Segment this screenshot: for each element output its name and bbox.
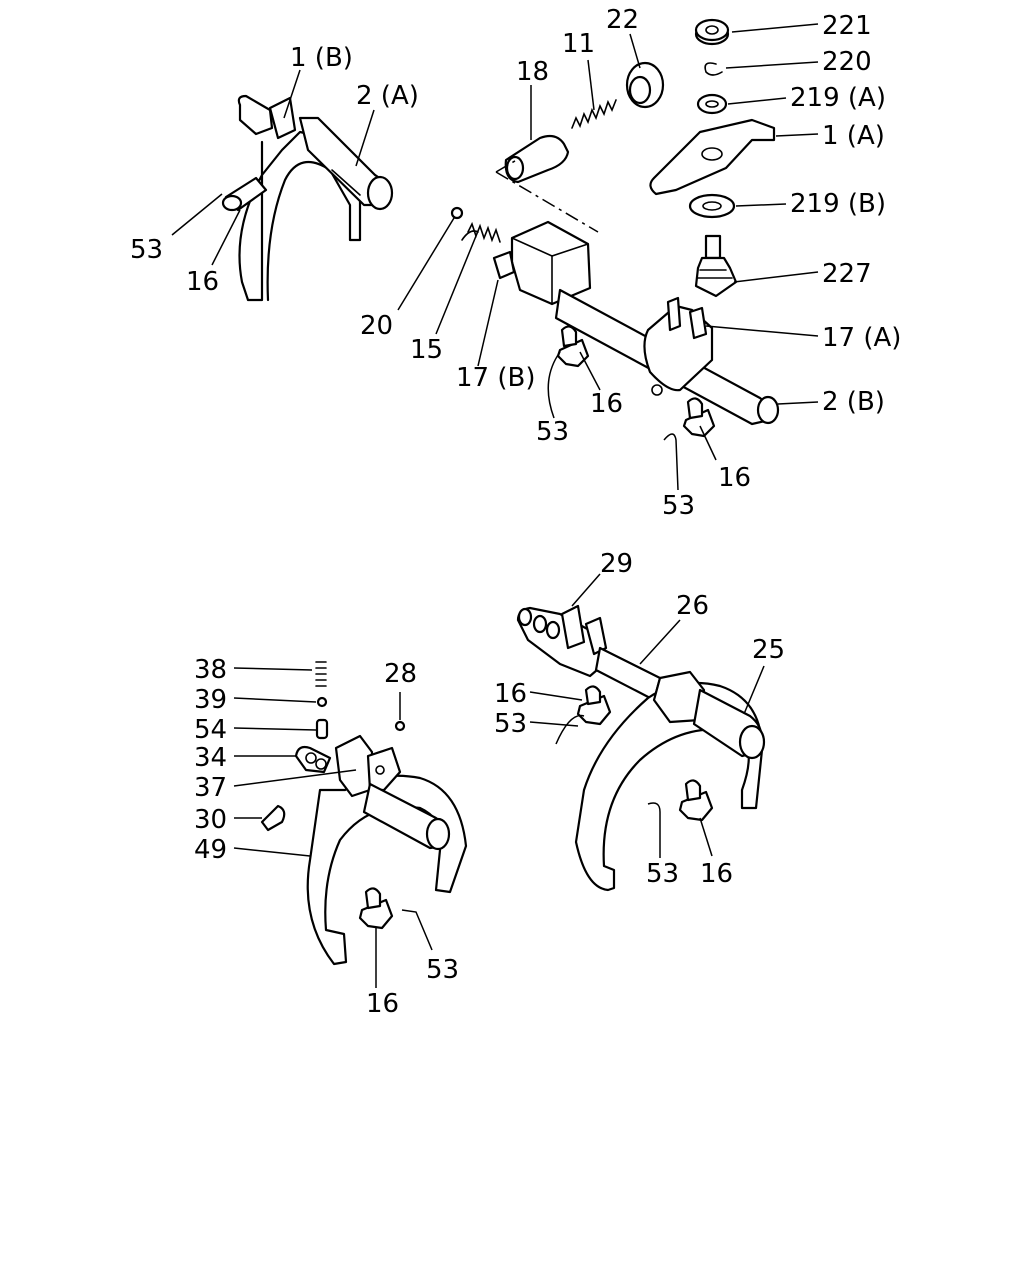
callout-2b: 2 (B) <box>822 387 885 417</box>
callout-53: 53 <box>536 417 569 447</box>
callout-39: 39 <box>194 685 227 715</box>
callout-16: 16 <box>494 679 527 709</box>
callout-221: 221 <box>822 11 872 41</box>
callout-34: 34 <box>194 743 227 773</box>
callout-28: 28 <box>384 659 417 689</box>
callout-16: 16 <box>590 389 623 419</box>
callout-2a: 2 (A) <box>356 81 419 111</box>
callout-53: 53 <box>426 955 459 985</box>
callout-labels: 1 (B) 2 (A) 53 16 18 11 22 20 15 17 (B) … <box>130 5 901 1019</box>
callout-1a: 1 (A) <box>822 121 885 151</box>
callout-16: 16 <box>700 859 733 889</box>
callout-17b: 17 (B) <box>456 363 535 393</box>
callout-16: 16 <box>186 267 219 297</box>
callout-53: 53 <box>130 235 163 265</box>
callout-25: 25 <box>752 635 785 665</box>
callout-29: 29 <box>600 549 633 579</box>
callout-30: 30 <box>194 805 227 835</box>
fork-49-assembly <box>260 661 468 966</box>
callout-15: 15 <box>410 335 443 365</box>
washers-lever-switch <box>649 18 776 298</box>
callout-22: 22 <box>606 5 639 35</box>
callout-227: 227 <box>822 259 872 289</box>
callout-53: 53 <box>662 491 695 521</box>
callout-54: 54 <box>194 715 227 745</box>
callout-220: 220 <box>822 47 872 77</box>
callout-17a: 17 (A) <box>822 323 901 353</box>
callout-11: 11 <box>562 29 595 59</box>
callout-16: 16 <box>366 989 399 1019</box>
detent-and-shaft-assembly <box>450 61 780 438</box>
callout-37: 37 <box>194 773 227 803</box>
callout-18: 18 <box>516 57 549 87</box>
callout-38: 38 <box>194 655 227 685</box>
callout-219b: 219 (B) <box>790 189 886 219</box>
callout-1b: 1 (B) <box>290 43 353 73</box>
fork-25-assembly <box>516 604 766 892</box>
fork-1b-assembly <box>221 94 394 302</box>
callout-219a: 219 (A) <box>790 83 886 113</box>
callout-49: 49 <box>194 835 227 865</box>
callout-53: 53 <box>494 709 527 739</box>
callout-53: 53 <box>646 859 679 889</box>
callout-26: 26 <box>676 591 709 621</box>
callout-16: 16 <box>718 463 751 493</box>
callout-20: 20 <box>360 311 393 341</box>
leader-lines <box>171 23 819 988</box>
